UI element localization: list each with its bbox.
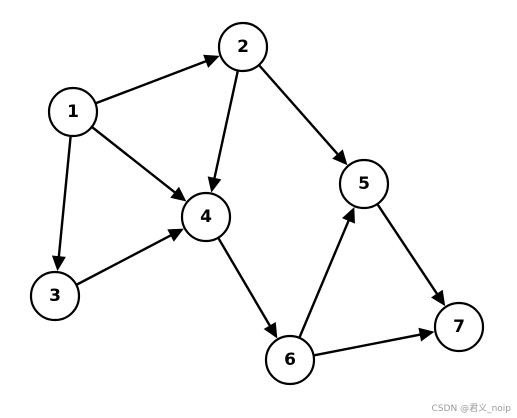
node-circle bbox=[338, 158, 390, 210]
node-circle bbox=[180, 191, 232, 243]
node-label: 5 bbox=[358, 174, 370, 194]
node-label: 7 bbox=[453, 317, 465, 337]
arrow-head-icon bbox=[431, 289, 446, 307]
edge-line bbox=[217, 237, 272, 328]
node-label: 2 bbox=[237, 37, 249, 57]
edge-line bbox=[313, 333, 422, 357]
node-4: 4 bbox=[180, 191, 232, 243]
edge-line bbox=[257, 64, 340, 157]
node-7: 7 bbox=[433, 301, 485, 353]
edge-1-3 bbox=[51, 135, 72, 272]
node-label: 3 bbox=[49, 286, 61, 306]
edge-line bbox=[298, 218, 351, 339]
edge-5-7 bbox=[376, 203, 446, 307]
edge-line bbox=[212, 70, 240, 181]
edge-6-5 bbox=[298, 207, 355, 339]
node-circle bbox=[264, 334, 316, 386]
edge-2-4 bbox=[207, 70, 240, 193]
arrow-head-icon bbox=[170, 186, 187, 202]
edge-2-5 bbox=[257, 64, 348, 166]
watermark: CSDN @君义_noip bbox=[431, 404, 511, 414]
arrow-head-icon bbox=[332, 149, 348, 166]
edges-group bbox=[51, 54, 446, 357]
node-2: 2 bbox=[217, 21, 269, 73]
arrow-head-icon bbox=[51, 255, 66, 272]
node-1: 1 bbox=[47, 86, 99, 138]
node-label: 1 bbox=[67, 102, 79, 122]
node-circle bbox=[433, 301, 485, 353]
edge-line bbox=[91, 125, 177, 195]
node-circle bbox=[29, 270, 81, 322]
node-label: 4 bbox=[200, 207, 212, 227]
edge-line bbox=[376, 203, 439, 297]
node-label: 6 bbox=[284, 350, 296, 370]
nodes-group: 1 2 3 4 5 6 7 bbox=[29, 21, 485, 386]
node-circle bbox=[217, 21, 269, 73]
node-circle bbox=[47, 86, 99, 138]
arrow-head-icon bbox=[167, 228, 184, 242]
edge-4-6 bbox=[217, 237, 278, 339]
edge-line bbox=[57, 135, 72, 259]
arrow-head-icon bbox=[342, 207, 355, 224]
arrow-head-icon bbox=[263, 321, 278, 339]
arrow-head-icon bbox=[418, 327, 435, 342]
arrow-head-icon bbox=[203, 54, 220, 68]
edge-1-4 bbox=[91, 125, 187, 202]
edge-1-2 bbox=[94, 54, 220, 105]
edge-line bbox=[75, 233, 173, 286]
node-5: 5 bbox=[338, 158, 390, 210]
edge-line bbox=[94, 59, 208, 105]
edge-6-7 bbox=[313, 327, 435, 357]
node-3: 3 bbox=[29, 270, 81, 322]
edge-3-4 bbox=[75, 228, 184, 286]
arrow-head-icon bbox=[207, 176, 222, 193]
node-6: 6 bbox=[264, 334, 316, 386]
